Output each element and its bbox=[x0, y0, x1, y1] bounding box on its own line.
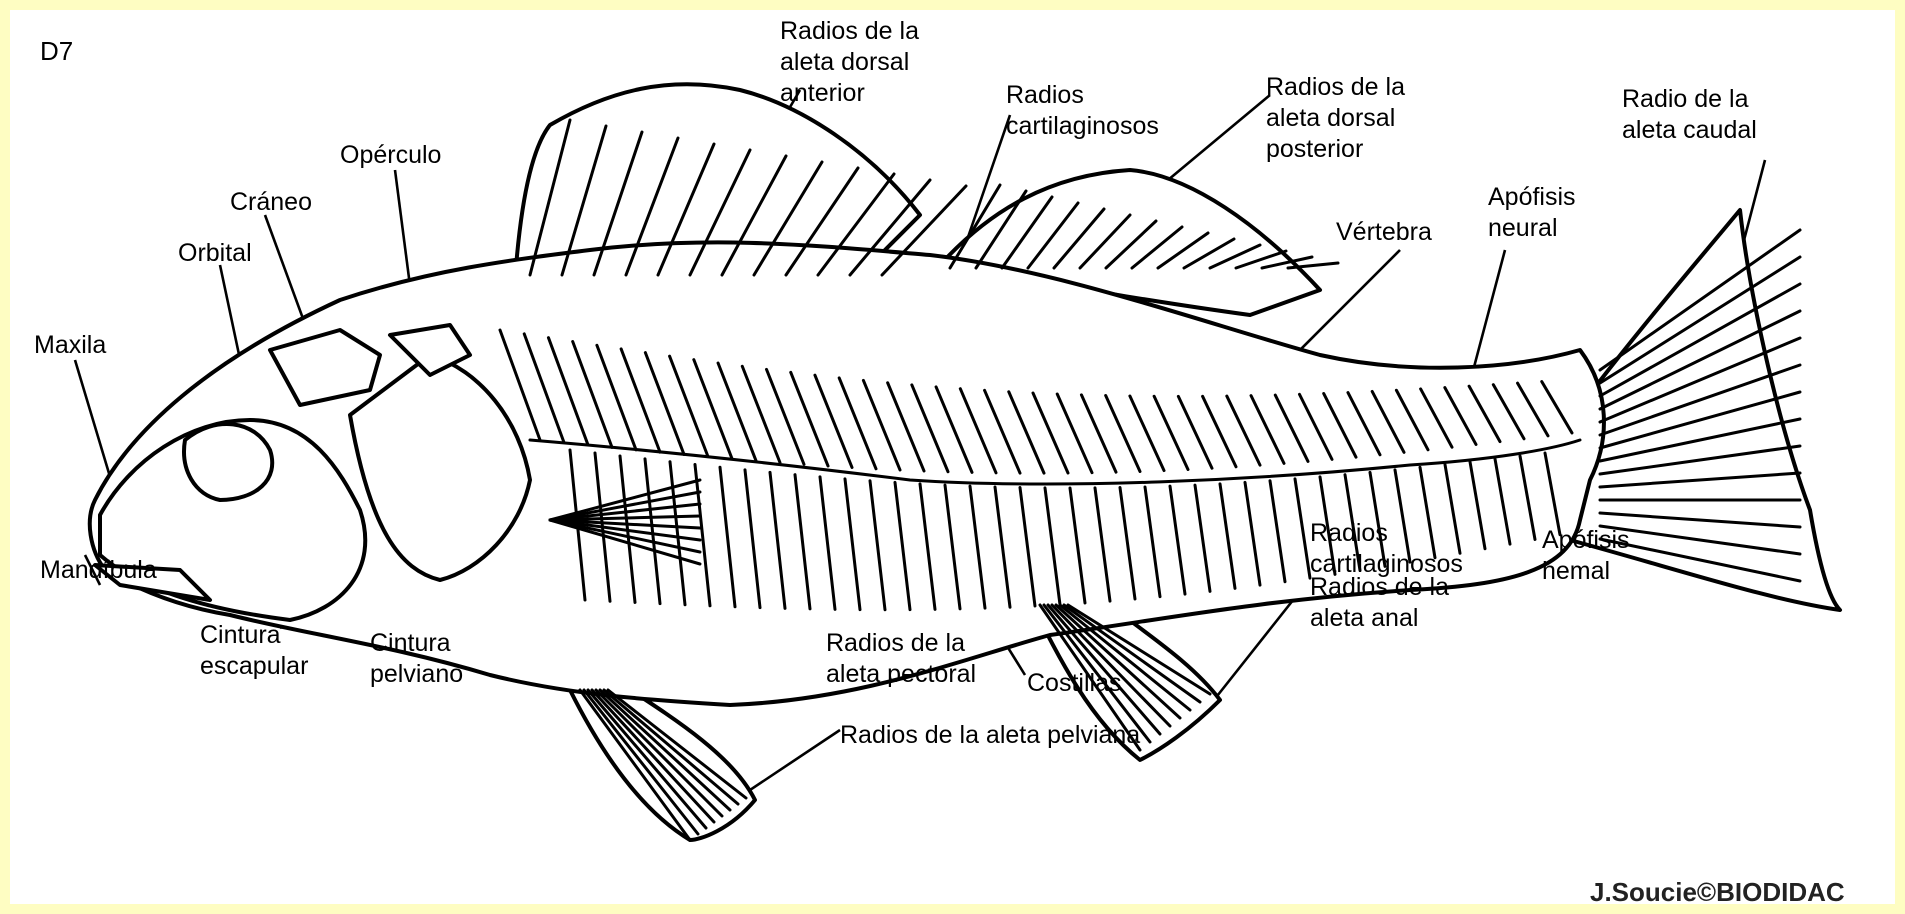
label-ribs: Costillas bbox=[1027, 668, 1121, 699]
label-cartilaginous-rays-bottom: Radios cartilaginosos bbox=[1310, 518, 1463, 580]
label-mandible: Mandíbula bbox=[40, 555, 157, 586]
label-vertebra: Vértebra bbox=[1336, 217, 1432, 248]
label-anal-fin-rays: Radios de la aleta anal bbox=[1310, 572, 1449, 634]
label-pelvic-fin-rays: Radios de la aleta pelviana bbox=[840, 720, 1140, 751]
label-dorsal-anterior: Radios de la aleta dorsal anterior bbox=[780, 16, 919, 109]
figure-id: D7 bbox=[40, 36, 73, 67]
fish-skeleton-drawing bbox=[10, 10, 1895, 904]
label-opercle: Opérculo bbox=[340, 140, 441, 171]
label-pelvic-girdle: Cintura pelviano bbox=[370, 628, 463, 690]
label-cranium: Cráneo bbox=[230, 187, 312, 218]
label-cartilaginous-rays-top: Radios cartilaginosos bbox=[1006, 80, 1159, 142]
diagram-canvas: D7 J.Soucie©BIODIDAC Radios de la aleta … bbox=[10, 10, 1895, 904]
label-orbital: Orbital bbox=[178, 238, 252, 269]
label-pectoral-fin-rays: Radios de la aleta pectoral bbox=[826, 628, 976, 690]
label-caudal-ray: Radio de la aleta caudal bbox=[1622, 84, 1757, 146]
label-hemal-spine: Apófisis hemal bbox=[1542, 525, 1630, 587]
label-maxilla: Maxila bbox=[34, 330, 106, 361]
image-credit: J.Soucie©BIODIDAC bbox=[1590, 877, 1845, 908]
label-dorsal-posterior: Radios de la aleta dorsal posterior bbox=[1266, 72, 1405, 165]
label-neural-spine: Apófisis neural bbox=[1488, 182, 1576, 244]
label-scapular-girdle: Cintura escapular bbox=[200, 620, 308, 682]
